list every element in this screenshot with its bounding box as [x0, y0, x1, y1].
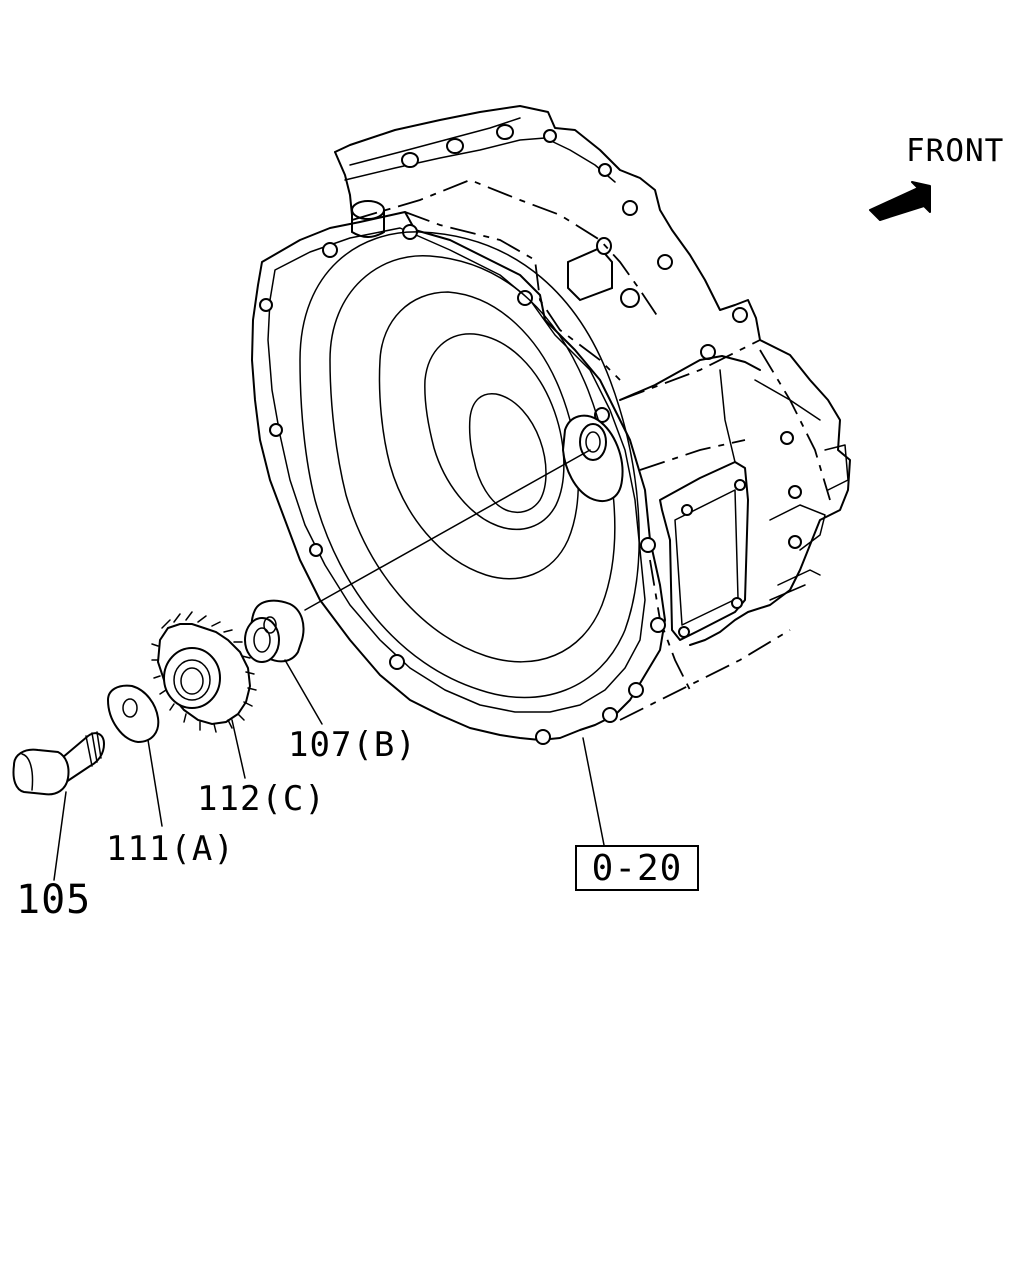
assembly-reference-label: 0-20: [591, 847, 683, 889]
gear-icon: [151, 611, 257, 733]
part-label-112[interactable]: 112(C): [197, 779, 326, 819]
collar-icon: [244, 599, 305, 663]
bolt-icon: [12, 731, 106, 796]
axis-line: [304, 449, 591, 611]
leader-ref: [582, 737, 605, 846]
washer-icon: [106, 684, 160, 744]
leader-105: [53, 791, 67, 881]
part-label-107[interactable]: 107(B): [288, 725, 417, 765]
leader-107: [284, 659, 323, 725]
part-label-111[interactable]: 111(A): [106, 829, 235, 869]
leader-111: [147, 739, 163, 827]
leader-112: [231, 719, 246, 779]
transmission-housing-icon: [251, 105, 851, 745]
assembly-reference-box[interactable]: 0-20: [575, 845, 699, 891]
front-direction-label: FRONT: [906, 133, 1005, 169]
front-arrow-icon: [869, 181, 931, 221]
part-label-105[interactable]: 105: [16, 877, 92, 923]
